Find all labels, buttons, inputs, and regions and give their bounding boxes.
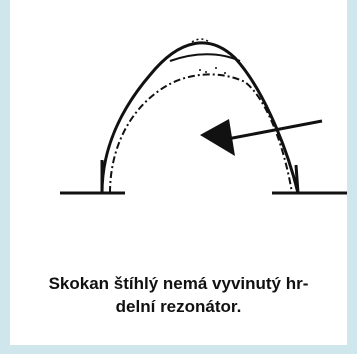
dot [215, 67, 217, 69]
dome-diagram [60, 38, 347, 195]
figure-frame: Skokan štíhlý nemá vyvinutý hr- delní re… [10, 0, 347, 345]
arrow-shaft [221, 119, 323, 142]
dot [199, 69, 201, 71]
top-dots [191, 38, 210, 43]
dot [224, 72, 226, 74]
figure-caption: Skokan štíhlý nemá vyvinutý hr- delní re… [10, 272, 347, 318]
right-leg [294, 164, 300, 194]
caption-line-1: Skokan štíhlý nemá vyvinutý hr- [48, 274, 309, 293]
dot [205, 71, 207, 73]
cap-line [169, 53, 241, 62]
caption-line-2: delní rezonátor. [115, 297, 242, 316]
arrow-head [200, 119, 235, 156]
bottom-strip [0, 345, 357, 354]
outer-dome [100, 41, 300, 194]
